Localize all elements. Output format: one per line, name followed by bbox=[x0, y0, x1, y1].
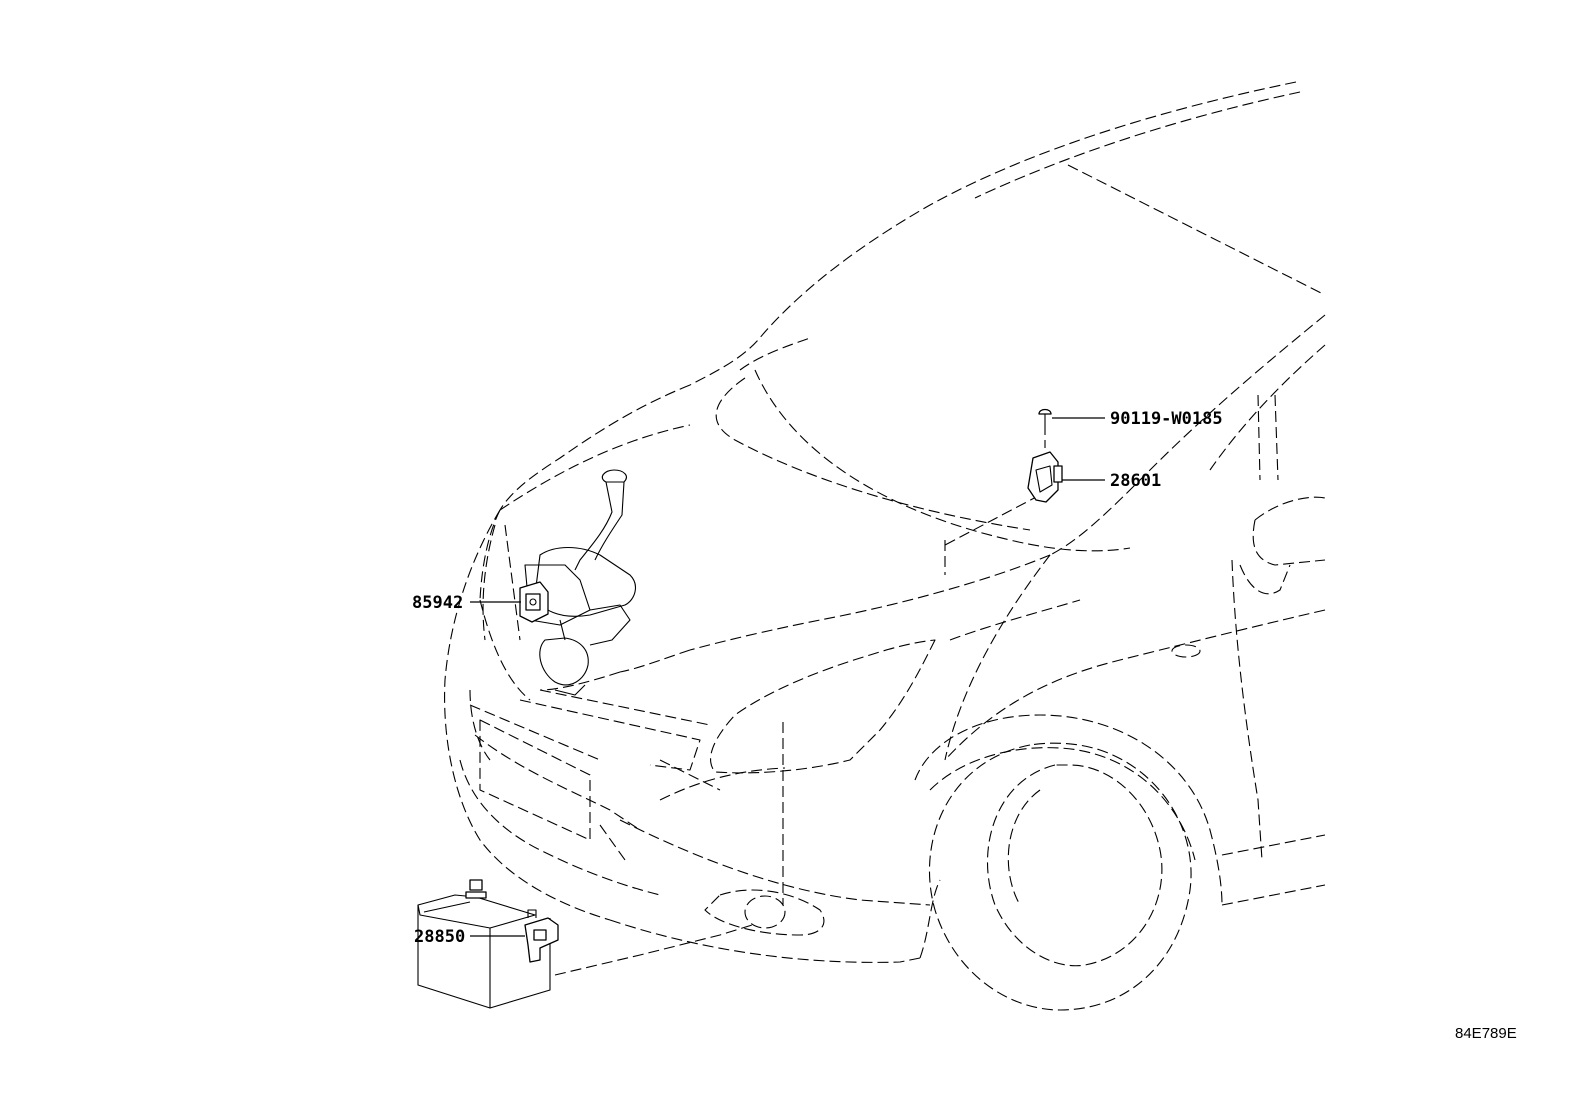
bracket-85942 bbox=[519, 581, 549, 623]
label-28850: 28850 bbox=[414, 927, 465, 947]
sensor-28601 bbox=[1027, 451, 1063, 503]
label-85942: 85942 bbox=[412, 593, 463, 613]
washer-tank-assembly bbox=[524, 469, 636, 696]
label-90119-w0185: 90119-W0185 bbox=[1110, 409, 1223, 429]
label-28601: 28601 bbox=[1110, 471, 1161, 491]
leader-lines bbox=[470, 417, 1105, 937]
battery-sensor-28850 bbox=[524, 909, 559, 963]
illustration-code: 84E789E bbox=[1455, 1025, 1517, 1042]
bolt-90119-w0185 bbox=[1038, 408, 1052, 448]
car-body-outline bbox=[444, 81, 1326, 1011]
battery-leader-dashed bbox=[554, 924, 753, 976]
